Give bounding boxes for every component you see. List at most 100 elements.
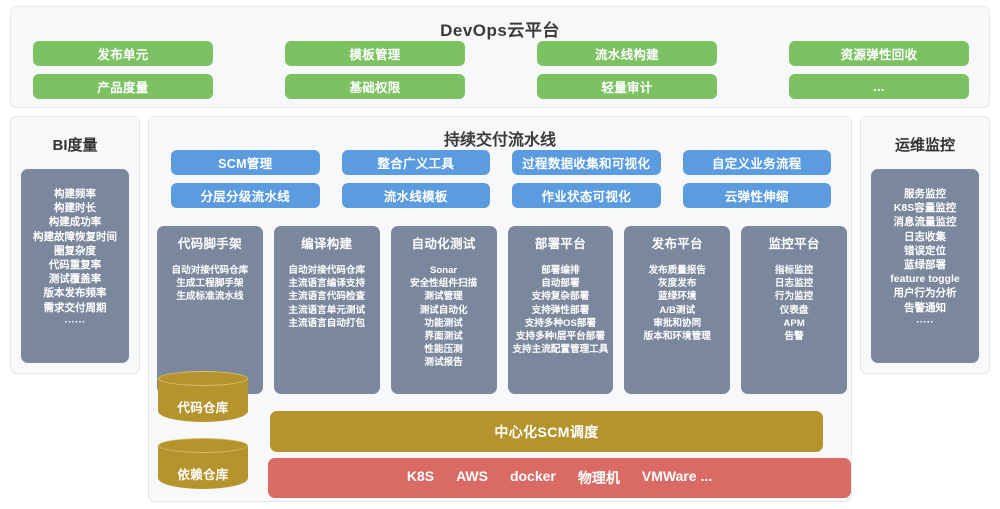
list-item: 生成标准流水线 [176, 291, 244, 303]
bi-metrics-list: 构建频率 构建时长 构建成功率 构建故障恢复时间 圈复杂度 代码重复率 测试覆盖… [27, 187, 123, 329]
list-item: 消息流量监控 [893, 216, 957, 229]
ops-monitoring-box: 服务监控 K8S容量监控 消息流量监控 日志收集 错误定位 蓝绿部署 featu… [871, 169, 979, 363]
cylinder-label: 依赖仓库 [177, 468, 229, 482]
pipeline-tile[interactable]: 过程数据收集和可视化 [512, 150, 661, 175]
list-item: 灰度发布 [658, 278, 697, 290]
platform-tile[interactable]: 基础权限 [285, 74, 465, 99]
list-item: 主流语言单元测试 [288, 304, 366, 316]
pipeline-tile[interactable]: 自定义业务流程 [682, 150, 831, 175]
stage-column-release-platform[interactable]: 发布平台 发布质量报告 灰度发布 蓝绿环境 A/B测试 审批和协同 版本和环境管… [624, 226, 731, 394]
infrastructure-bar[interactable]: K8S AWS docker 物理机 VMWare ... [268, 458, 851, 498]
list-item: APM [783, 317, 805, 329]
list-item: 行为监控 [774, 291, 814, 303]
list-item: 告警 [784, 331, 804, 343]
code-repository-cylinder[interactable]: 代码仓库 [158, 371, 248, 427]
list-item: 日志收集 [904, 230, 946, 243]
stage-feature-list: 部署编排 自动部署 支持复杂部署 支持弹性部署 支持多种OS部署 支持多种I层平… [511, 264, 611, 356]
stage-feature-list: 自动对接代码仓库 主流语言编译支持 主流语言代码检查 主流语言单元测试 主流语言… [277, 264, 377, 330]
list-item: 服务监控 [904, 188, 946, 200]
list-item: 支持复杂部署 [531, 291, 590, 303]
pipeline-tile[interactable]: 分层分级流水线 [171, 183, 320, 208]
list-item: A/B测试 [659, 304, 696, 316]
stage-column-code-scaffold[interactable]: 代码脚手架 自动对接代码仓库 生成工程脚手架 生成标准流水线 [157, 226, 263, 394]
list-item: 蓝绿部署 [904, 259, 946, 272]
page-title: DevOps云平台 [440, 21, 560, 40]
stage-title: 部署平台 [534, 237, 587, 251]
list-item: 版本发布频率 [43, 287, 107, 300]
bi-metrics-title: BI度量 [52, 137, 98, 154]
list-item: 构建成功率 [48, 216, 102, 229]
stage-title: 编译构建 [301, 237, 353, 251]
list-item: 圈复杂度 [54, 244, 96, 257]
stage-column-automated-testing[interactable]: 自动化测试 Sonar 安全性组件扫描 测试管理 测试自动化 功能测试 界面测试… [390, 226, 497, 394]
list-item: 构建故障恢复时间 [33, 230, 117, 243]
pipeline-tile[interactable]: 作业状态可视化 [512, 183, 661, 208]
list-item: 用户行为分析 [893, 287, 957, 300]
stage-feature-list: 自动对接代码仓库 生成工程脚手架 生成标准流水线 [160, 264, 260, 304]
ops-monitoring-list: 服务监控 K8S容量监控 消息流量监控 日志收集 错误定位 蓝绿部署 featu… [877, 187, 973, 329]
devops-platform-panel: DevOps云平台 发布单元 模板管理 流水线构建 资源弹性回收 产品度量 基础… [10, 6, 990, 108]
stage-column-deployment-platform[interactable]: 部署平台 部署编排 自动部署 支持复杂部署 支持弹性部署 支持多种OS部署 支持… [507, 226, 614, 394]
pipeline-tile-grid: SCM管理 整合广义工具 过程数据收集和可视化 自定义业务流程 分层分级流水线 … [171, 150, 831, 208]
list-item: 告警通知 [904, 301, 946, 314]
list-item: 仪表盘 [779, 304, 809, 316]
cylinder-label: 代码仓库 [177, 401, 229, 415]
infra-item: 物理机 [577, 470, 620, 486]
stage-title: 代码脚手架 [177, 237, 242, 251]
pipeline-tile[interactable]: 流水线模板 [341, 183, 490, 208]
list-item: 版本和环境管理 [643, 331, 711, 343]
list-item: 支持主流配置管理工具 [512, 344, 609, 356]
list-item: 主流语言编译支持 [288, 278, 366, 290]
list-item: 构建频率 [54, 188, 96, 200]
platform-tile[interactable]: 轻量审计 [537, 74, 717, 99]
list-item: 部署编排 [541, 265, 580, 276]
bi-metrics-panel: BI度量 构建频率 构建时长 构建成功率 构建故障恢复时间 圈复杂度 代码重复率… [10, 116, 140, 374]
pipeline-tile[interactable]: 整合广义工具 [341, 150, 490, 175]
stage-feature-list: 发布质量报告 灰度发布 蓝绿环境 A/B测试 审批和协同 版本和环境管理 [627, 264, 727, 343]
cylinder-top-icon [158, 438, 248, 453]
list-item: 支持多种OS部署 [524, 317, 597, 329]
list-item: ····· [916, 315, 934, 328]
list-item: ······ [64, 315, 86, 328]
stage-column-monitoring-platform[interactable]: 监控平台 指标监控 日志监控 行为监控 仪表盘 APM 告警 [741, 226, 847, 394]
list-item: 测试报告 [424, 357, 463, 369]
list-item: 界面测试 [424, 331, 463, 343]
list-item: K8S容量监控 [893, 202, 957, 215]
list-item: 日志监控 [774, 278, 814, 290]
centralized-scm-scheduler-bar[interactable]: 中心化SCM调度 [270, 411, 823, 452]
list-item: 测试管理 [424, 291, 463, 303]
cylinder-top-icon [158, 371, 248, 386]
dependency-repository-cylinder[interactable]: 依赖仓库 [158, 438, 248, 494]
list-item: 功能测试 [424, 317, 463, 329]
infra-item: K8S [406, 468, 435, 484]
list-item: Sonar [429, 265, 458, 276]
list-item: 测试自动化 [419, 304, 468, 316]
bi-metrics-box: 构建频率 构建时长 构建成功率 构建故障恢复时间 圈复杂度 代码重复率 测试覆盖… [21, 169, 129, 363]
list-item: 蓝绿环境 [658, 291, 697, 303]
pipeline-tile[interactable]: 云弹性伸缩 [682, 183, 831, 208]
list-item: 主流语言代码检查 [288, 291, 366, 303]
platform-tile[interactable]: 发布单元 [33, 41, 213, 66]
infra-item: AWS [456, 468, 488, 484]
pipeline-stage-columns: 代码脚手架 自动对接代码仓库 生成工程脚手架 生成标准流水线 编译构建 自动对接… [157, 226, 847, 394]
list-item: 指标监控 [774, 265, 814, 276]
pipeline-tile[interactable]: SCM管理 [171, 150, 320, 175]
platform-tile[interactable]: 模板管理 [285, 41, 465, 66]
list-item: 主流语言自动打包 [288, 317, 366, 329]
infrastructure-item-list: K8S AWS docker 物理机 VMWare ... [407, 468, 712, 488]
list-item: 代码重复率 [48, 259, 102, 272]
list-item: 生成工程脚手架 [176, 278, 244, 290]
scm-bar-label: 中心化SCM调度 [494, 423, 599, 440]
list-item: 支持弹性部署 [531, 304, 590, 316]
platform-tile[interactable]: 资源弹性回收 [789, 41, 969, 66]
platform-tile[interactable]: 产品度量 [33, 74, 213, 99]
ops-monitoring-panel: 运维监控 服务监控 K8S容量监控 消息流量监控 日志收集 错误定位 蓝绿部署 … [860, 116, 990, 374]
list-item: 支持多种I层平台部署 [515, 331, 605, 343]
stage-feature-list: Sonar 安全性组件扫描 测试管理 测试自动化 功能测试 界面测试 性能压测 … [394, 264, 494, 370]
platform-tile-grid: 发布单元 模板管理 流水线构建 资源弹性回收 产品度量 基础权限 轻量审计 ..… [33, 41, 969, 99]
stage-column-compile-build[interactable]: 编译构建 自动对接代码仓库 主流语言编译支持 主流语言代码检查 主流语言单元测试… [273, 226, 380, 394]
list-item: 需求交付周期 [43, 301, 107, 314]
platform-tile[interactable]: 流水线构建 [537, 41, 717, 66]
platform-tile[interactable]: ... [789, 74, 969, 99]
